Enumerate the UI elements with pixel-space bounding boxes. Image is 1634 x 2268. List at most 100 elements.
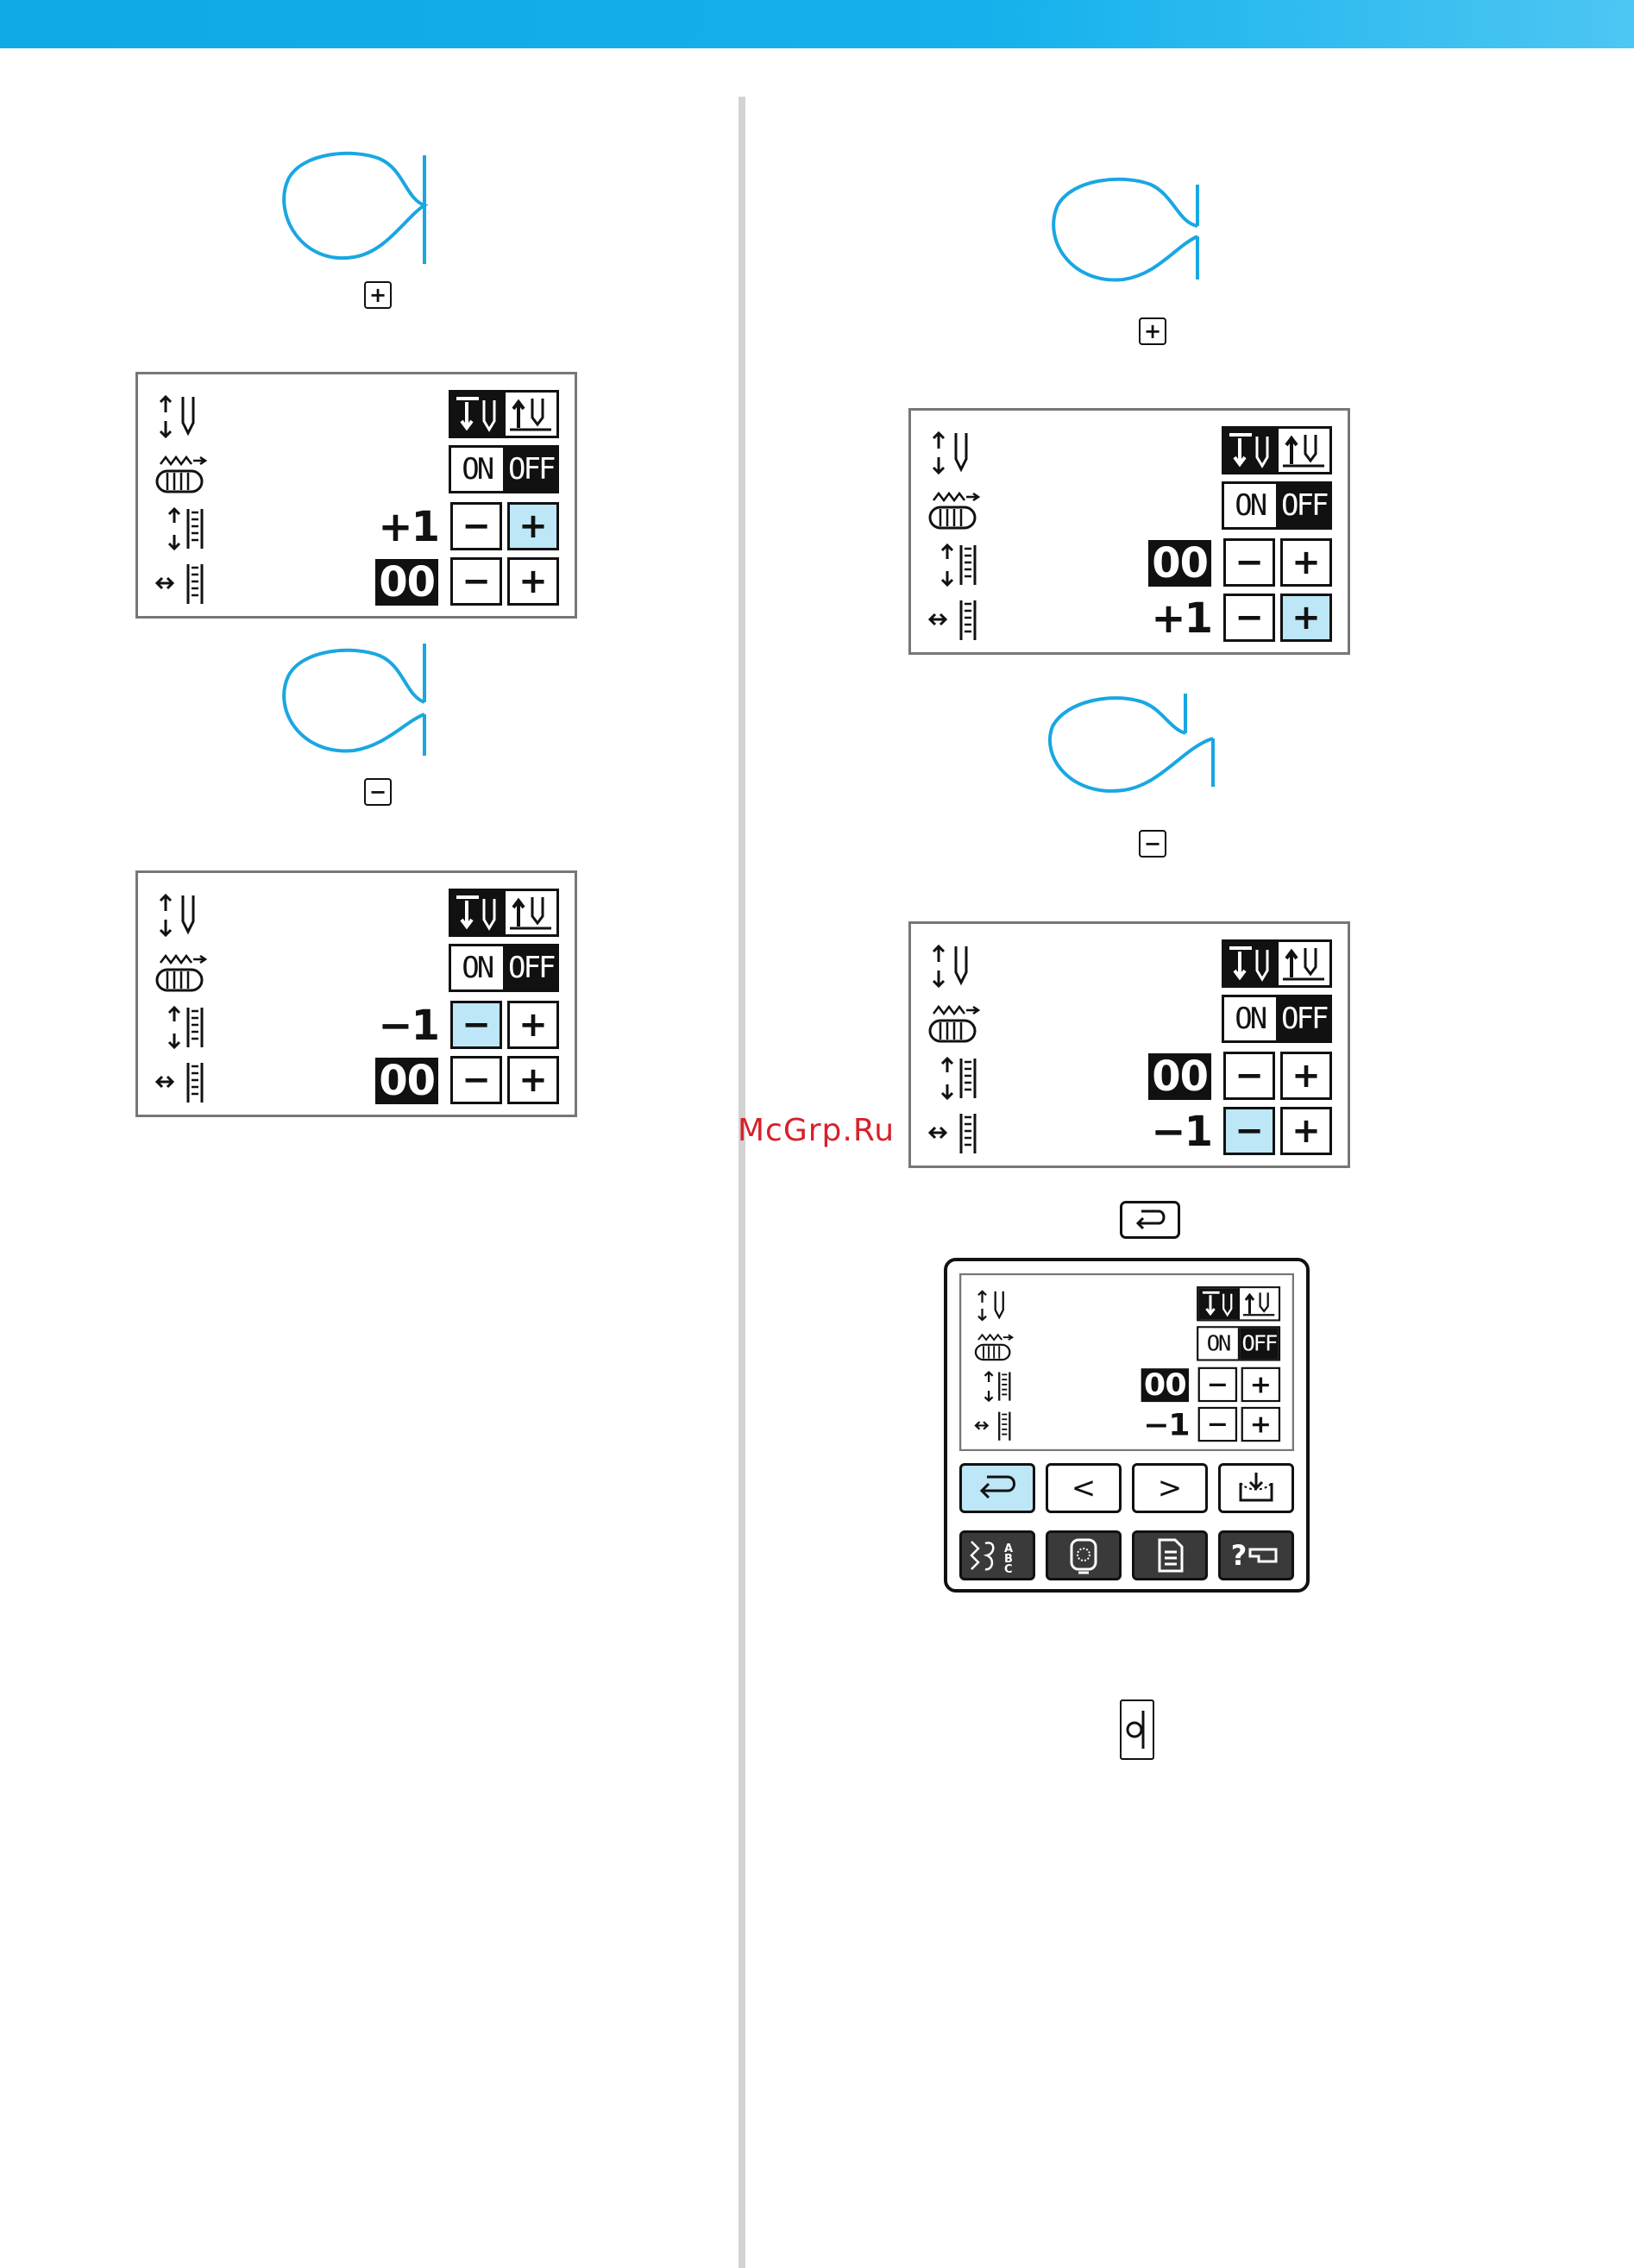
needle-up-down-icon <box>973 1289 1032 1322</box>
needle-down-option[interactable] <box>1198 1288 1239 1319</box>
lcd-panel: ON OFF 00 − + −1 − + <box>959 1273 1294 1451</box>
stitch-length-value: 00 <box>1148 540 1211 587</box>
lcd-panel: ON OFF 00 − + −1 − + <box>908 921 1350 1168</box>
buttonhole-width-icon <box>154 561 231 607</box>
needle-position-row <box>138 390 575 442</box>
stitch-length-plus-button[interactable]: + <box>1280 538 1332 587</box>
stitch-length-plus-button[interactable]: + <box>507 1001 559 1049</box>
stitch-width-plus-button[interactable]: + <box>507 557 559 606</box>
stitch-length-row: 00 − + <box>911 1052 1348 1103</box>
stitch-length-value: −1 <box>378 1002 438 1049</box>
pivot-toggle[interactable]: ON OFF <box>1197 1326 1280 1360</box>
needle-up-option[interactable] <box>1279 429 1330 472</box>
pivot-on-option[interactable]: ON <box>451 946 506 990</box>
needle-stop-toggle[interactable] <box>449 390 559 438</box>
stitch-length-value: 00 <box>1148 1053 1211 1100</box>
pivot-on-option[interactable]: ON <box>1198 1328 1239 1359</box>
needle-stop-toggle[interactable] <box>1222 426 1332 474</box>
needle-up-down-icon <box>927 430 1004 476</box>
buttonhole-key-icon <box>1120 1699 1154 1760</box>
buttonhole-stitch-diagram <box>1044 173 1225 285</box>
stitch-length-plus-button[interactable]: + <box>507 502 559 550</box>
pivot-off-option[interactable]: OFF <box>1240 1328 1279 1359</box>
needle-position-row <box>911 939 1348 991</box>
pivot-row: ON OFF <box>138 944 575 996</box>
needle-position-row <box>911 426 1348 478</box>
pocket-button[interactable] <box>1218 1463 1294 1513</box>
stitch-length-minus-button[interactable]: − <box>1223 1052 1275 1100</box>
stitch-length-row: 00 − + <box>911 538 1348 590</box>
stitch-width-minus-button[interactable]: − <box>450 1056 502 1104</box>
prev-page-button[interactable]: < <box>1046 1463 1122 1513</box>
buttonhole-width-icon <box>927 597 1004 644</box>
needle-down-option[interactable] <box>1224 429 1279 472</box>
pivot-row: ON OFF <box>911 481 1348 533</box>
stitch-width-row: −1 − + <box>961 1407 1291 1444</box>
pivot-toggle[interactable]: ON OFF <box>1222 995 1332 1043</box>
help-icon: ? <box>1231 1539 1247 1572</box>
needle-stop-toggle[interactable] <box>1222 939 1332 988</box>
stitch-width-plus-button[interactable]: + <box>507 1056 559 1104</box>
stitch-width-minus-button[interactable]: − <box>1198 1407 1237 1442</box>
column-divider <box>738 97 745 2268</box>
stitch-length-value: 00 <box>1141 1368 1189 1402</box>
stitch-length-minus-button[interactable]: − <box>450 502 502 550</box>
pivot-off-option[interactable]: OFF <box>506 946 557 990</box>
pivot-row: ON OFF <box>911 995 1348 1046</box>
needle-stop-toggle[interactable] <box>1197 1286 1280 1321</box>
buttonhole-stitch-diagram <box>276 640 449 756</box>
stitch-length-plus-button[interactable]: + <box>1280 1052 1332 1100</box>
help-button[interactable]: ? <box>1218 1530 1294 1580</box>
needle-up-option[interactable] <box>1240 1288 1279 1319</box>
needle-down-option[interactable] <box>451 393 506 436</box>
stitch-length-plus-button[interactable]: + <box>1241 1367 1280 1402</box>
pivot-on-option[interactable]: ON <box>451 448 506 491</box>
stitch-width-minus-button[interactable]: − <box>1223 1107 1275 1155</box>
chevron-left-icon: < <box>1072 1471 1097 1505</box>
stitch-length-minus-button[interactable]: − <box>450 1001 502 1049</box>
back-button[interactable] <box>959 1463 1035 1513</box>
pivot-toggle[interactable]: ON OFF <box>449 445 559 493</box>
next-page-button[interactable]: > <box>1132 1463 1208 1513</box>
chevron-right-icon: > <box>1158 1471 1183 1505</box>
back-key-icon <box>1120 1201 1180 1239</box>
svg-text:C: C <box>1004 1563 1013 1574</box>
needle-up-option[interactable] <box>506 393 557 436</box>
stitch-width-row: 00 − + <box>138 1056 575 1108</box>
pivot-off-option[interactable]: OFF <box>1279 484 1330 527</box>
pivot-icon <box>154 947 231 994</box>
pivot-on-option[interactable]: ON <box>1224 997 1279 1040</box>
stitch-width-plus-button[interactable]: + <box>1280 1107 1332 1155</box>
needle-up-down-icon <box>154 892 231 939</box>
buttonhole-length-icon <box>973 1370 1032 1404</box>
stitch-width-plus-button[interactable]: + <box>1241 1407 1280 1442</box>
sewing-machine-lcd: ON OFF 00 − + −1 − + < > <box>944 1258 1310 1593</box>
stitch-width-minus-button[interactable]: − <box>450 557 502 606</box>
stitch-length-minus-button[interactable]: − <box>1198 1367 1237 1402</box>
pivot-off-option[interactable]: OFF <box>506 448 557 491</box>
stitch-length-minus-button[interactable]: − <box>1223 538 1275 587</box>
needle-up-option[interactable] <box>1279 942 1330 985</box>
stitch-width-plus-button[interactable]: + <box>1280 594 1332 642</box>
pivot-toggle[interactable]: ON OFF <box>449 944 559 992</box>
stitch-length-row: 00 − + <box>961 1367 1291 1404</box>
stitch-width-row: +1 − + <box>911 594 1348 645</box>
embroidery-button[interactable] <box>1046 1530 1122 1580</box>
stitch-mode-button[interactable]: A B C <box>959 1530 1035 1580</box>
buttonhole-width-icon <box>927 1110 1004 1157</box>
needle-stop-toggle[interactable] <box>449 889 559 937</box>
needle-down-option[interactable] <box>1224 942 1279 985</box>
settings-list-icon <box>1154 1538 1185 1573</box>
stitch-length-row: +1 − + <box>138 502 575 554</box>
pivot-row: ON OFF <box>138 445 575 497</box>
needle-up-option[interactable] <box>506 891 557 934</box>
stitch-width-minus-button[interactable]: − <box>1223 594 1275 642</box>
pivot-on-option[interactable]: ON <box>1224 484 1279 527</box>
settings-button[interactable] <box>1132 1530 1208 1580</box>
buttonhole-width-icon <box>973 1410 1032 1443</box>
needle-down-option[interactable] <box>451 891 506 934</box>
pivot-off-option[interactable]: OFF <box>1279 997 1330 1040</box>
pivot-toggle[interactable]: ON OFF <box>1222 481 1332 530</box>
stitch-width-value: 00 <box>375 1058 438 1104</box>
needle-position-row <box>138 889 575 940</box>
